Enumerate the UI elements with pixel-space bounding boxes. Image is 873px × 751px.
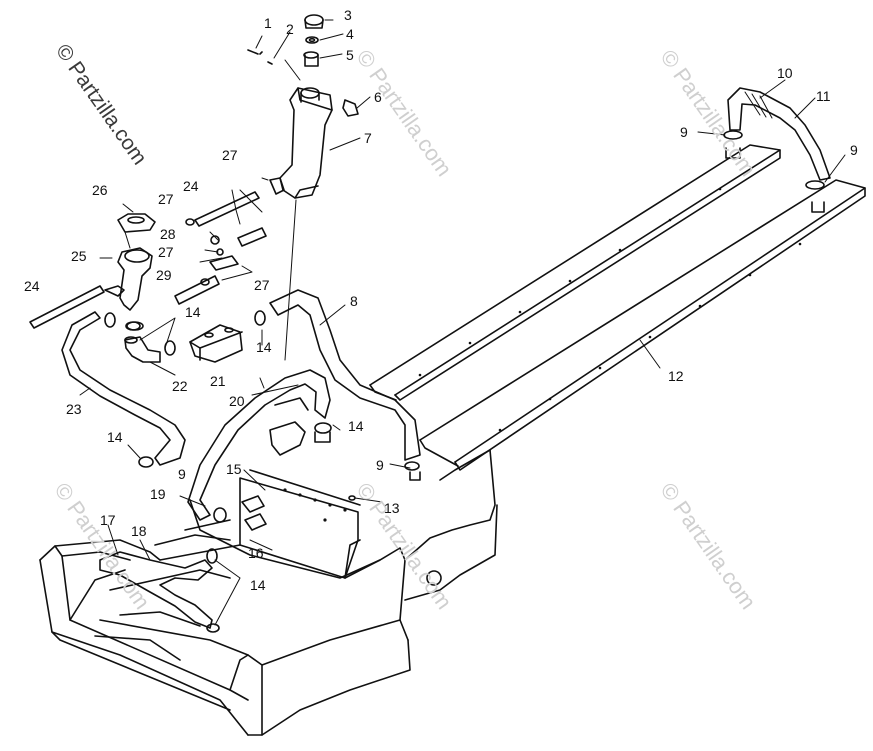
rod-24-upper [194, 177, 285, 227]
thermostat-housing [104, 310, 266, 376]
callout-9-left: 9 [178, 466, 186, 482]
callout-9-center: 9 [376, 457, 384, 473]
callout-23: 23 [66, 401, 82, 417]
hose-18 [99, 524, 273, 633]
callout-16: 16 [248, 545, 264, 561]
tunnel-body [39, 449, 498, 736]
hose-23 [61, 311, 186, 468]
hose-20 [179, 369, 332, 523]
callout-17: 17 [100, 512, 116, 528]
callout-14-mid: 14 [256, 339, 272, 355]
callout-26: 26 [92, 182, 108, 198]
filler-neck [99, 203, 156, 331]
callout-22: 22 [172, 378, 188, 394]
callout-14-bottom: 14 [250, 577, 266, 593]
callout-29: 29 [156, 267, 172, 283]
callout-11: 11 [816, 88, 831, 104]
hose-10-11 [639, 79, 846, 369]
coolant-reservoir [247, 14, 371, 361]
callout-27-top: 27 [222, 147, 238, 163]
callout-12: 12 [668, 368, 684, 384]
callout-14-right: 14 [348, 418, 364, 434]
rod-24 [29, 285, 105, 329]
callout-18: 18 [131, 523, 147, 539]
callout-15: 15 [226, 461, 242, 477]
callout-20: 20 [229, 393, 245, 409]
callout-7: 7 [364, 130, 372, 146]
callout-25: 25 [71, 248, 87, 264]
callout-6: 6 [374, 89, 382, 105]
callout-14-top: 14 [185, 304, 201, 320]
callout-9-top-left: 9 [680, 124, 688, 140]
fittings-15 [241, 397, 309, 531]
callout-24-top: 24 [183, 178, 199, 194]
callout-27-upper: 27 [158, 191, 174, 207]
callout-4: 4 [346, 26, 354, 42]
callout-10: 10 [777, 65, 793, 81]
callout-9-top-right: 9 [850, 142, 858, 158]
callout-5: 5 [346, 47, 354, 63]
fittings-cluster [174, 189, 267, 305]
callout-27-lower: 27 [254, 277, 270, 293]
callout-21: 21 [210, 373, 226, 389]
callout-13: 13 [384, 500, 400, 516]
misc-leaders [261, 329, 411, 503]
callout-1: 1 [264, 15, 272, 31]
hose-8 [269, 289, 421, 481]
callout-14-left: 14 [107, 429, 123, 445]
callout-28: 28 [160, 226, 176, 242]
callout-27-mid: 27 [158, 244, 174, 260]
rail-rivets [418, 187, 802, 432]
callout-19: 19 [150, 486, 166, 502]
callout-24-left: 24 [24, 278, 40, 294]
callout-8: 8 [350, 293, 358, 309]
callout-3: 3 [344, 7, 352, 23]
heat-exchanger-rails [369, 144, 866, 471]
callout-2: 2 [286, 21, 294, 37]
